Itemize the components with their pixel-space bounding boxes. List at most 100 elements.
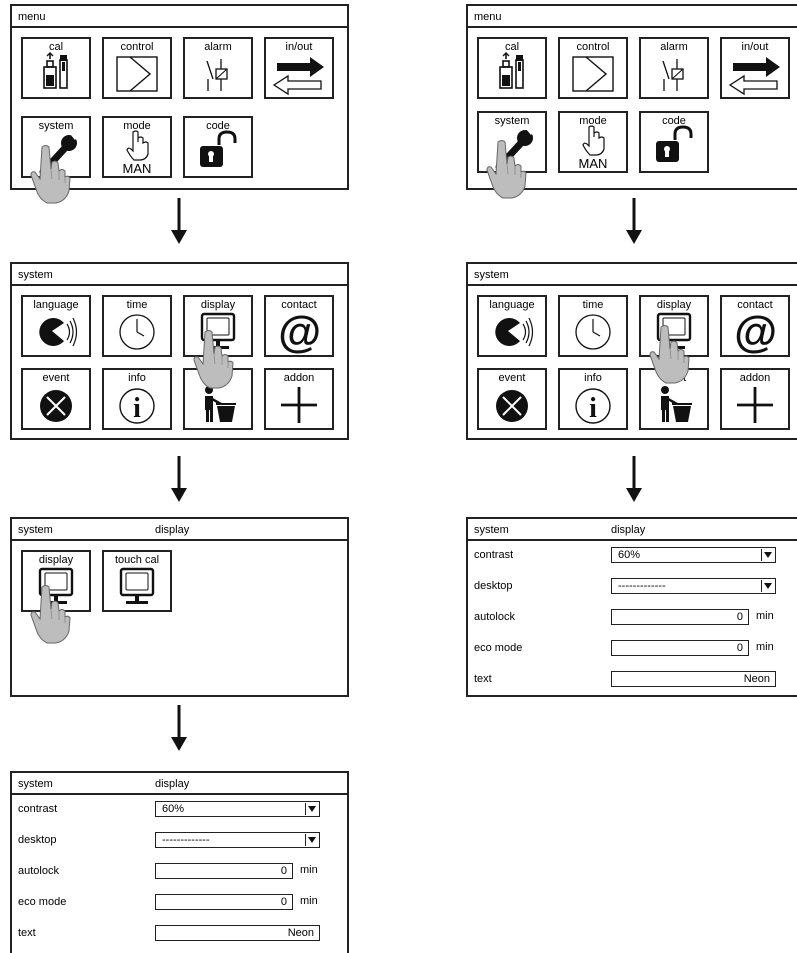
tile-code[interactable]: code [183, 116, 253, 178]
tile-contact[interactable]: contact [720, 295, 790, 357]
tile-event[interactable]: event [21, 368, 91, 430]
tile-in-out[interactable]: in/out [720, 37, 790, 99]
field-value: 60% [618, 549, 641, 561]
contrast-dropdown[interactable]: 60% [611, 547, 776, 563]
tile-label: language [33, 299, 79, 311]
menu-panel-header: menu [468, 6, 797, 28]
language-speaker-icon [38, 317, 78, 347]
display-menu-header: system display [12, 519, 347, 541]
tile-code[interactable]: code [639, 111, 709, 173]
tile-control[interactable]: control [102, 37, 172, 99]
alarm-relay-icon [206, 58, 228, 92]
panel-subtitle: display [155, 524, 190, 536]
field-value: Neon [743, 673, 770, 685]
tile-label: addon [283, 372, 315, 384]
field-value: 60% [162, 803, 185, 815]
text-input[interactable]: Neon [155, 925, 320, 941]
desktop-dropdown[interactable]: ------------- [155, 832, 320, 848]
panel-title: system [474, 269, 509, 281]
tile-alarm[interactable]: alarm [183, 37, 253, 99]
hand-pointer-icon [486, 140, 527, 199]
tile-label: display [200, 299, 236, 311]
field-value: Neon [287, 927, 314, 939]
tile-time[interactable]: time [102, 295, 172, 357]
clock-icon [119, 314, 155, 350]
arrow-down-icon [169, 198, 189, 246]
tile-label: control [120, 41, 154, 53]
menu-panel-right: menu cal control alarm in/out system mod… [466, 4, 797, 190]
chevron-down-icon[interactable] [761, 580, 774, 592]
setting-label: autolock [18, 865, 59, 877]
padlock-open-icon [654, 125, 693, 164]
tile-touch-cal[interactable]: touch cal [102, 550, 172, 612]
at-sign-icon [277, 308, 321, 357]
tile-time[interactable]: time [558, 295, 628, 357]
tile-event[interactable]: event [477, 368, 547, 430]
tile-label: system [494, 115, 530, 127]
in-out-arrows-icon [273, 56, 325, 95]
mode-value: MAN [578, 156, 608, 171]
desktop-dropdown[interactable]: ------------- [611, 578, 776, 594]
contrast-dropdown[interactable]: 60% [155, 801, 320, 817]
tile-language[interactable]: language [477, 295, 547, 357]
tile-alarm[interactable]: alarm [639, 37, 709, 99]
tile-system[interactable]: system [477, 111, 547, 173]
chevron-down-icon[interactable] [305, 803, 318, 815]
field-value: ------------- [162, 834, 210, 846]
tile-in-out[interactable]: in/out [264, 37, 334, 99]
tile-label: touch cal [114, 554, 160, 566]
tile-label: addon [739, 372, 771, 384]
setting-label: autolock [474, 611, 515, 623]
tile-label: alarm [660, 41, 688, 53]
tile-label: system [38, 120, 74, 132]
tile-addon[interactable]: addon [720, 368, 790, 430]
tile-label: time [126, 299, 148, 311]
unit-label: min [300, 895, 318, 907]
setting-label: contrast [474, 549, 514, 561]
tile-label: display [38, 554, 74, 566]
tile-contact[interactable]: contact [264, 295, 334, 357]
tile-cal[interactable]: cal [21, 37, 91, 99]
mode-value: MAN [122, 161, 152, 176]
tile-display[interactable]: display [21, 550, 91, 612]
panel-title: menu [18, 11, 46, 23]
setting-row-desktop: desktop ------------- [12, 832, 347, 856]
hand-pointer-icon [649, 325, 690, 384]
setting-label: text [18, 927, 36, 939]
panel-subtitle: display [611, 524, 646, 536]
tile-label: code [206, 120, 230, 132]
panel-title: system [474, 524, 509, 536]
tile-info[interactable]: info [102, 368, 172, 430]
tile-label: event [42, 372, 70, 384]
tile-label: event [498, 372, 526, 384]
setting-row-eco-mode: eco mode 0 min [12, 894, 347, 918]
panel-title: menu [474, 11, 502, 23]
display-settings-header: system display [468, 519, 797, 541]
control-chevron-icon [572, 56, 614, 92]
autolock-input[interactable]: 0 [155, 863, 293, 879]
plus-icon [735, 385, 775, 425]
monitor-icon [119, 567, 155, 606]
setting-row-contrast: contrast 60% [468, 547, 797, 571]
tile-cal[interactable]: cal [477, 37, 547, 99]
autolock-input[interactable]: 0 [611, 609, 749, 625]
chevron-down-icon[interactable] [305, 834, 318, 846]
tile-addon[interactable]: addon [264, 368, 334, 430]
tile-label: mode [579, 115, 607, 127]
display-settings-panel-right: system display contrast 60% desktop ----… [466, 517, 797, 697]
menu-panel-header: menu [12, 6, 347, 28]
tile-language[interactable]: language [21, 295, 91, 357]
tile-info[interactable]: info [558, 368, 628, 430]
eco-mode-input[interactable]: 0 [611, 640, 749, 656]
text-input[interactable]: Neon [611, 671, 776, 687]
menu-panel-left: menu cal control alarm in/out system mod… [10, 4, 349, 190]
chevron-down-icon[interactable] [761, 549, 774, 561]
tile-label: code [662, 115, 686, 127]
tile-control[interactable]: control [558, 37, 628, 99]
arrow-down-icon [624, 456, 644, 504]
eco-mode-input[interactable]: 0 [155, 894, 293, 910]
event-cross-icon [39, 389, 73, 423]
setting-row-text: text Neon [468, 671, 797, 695]
